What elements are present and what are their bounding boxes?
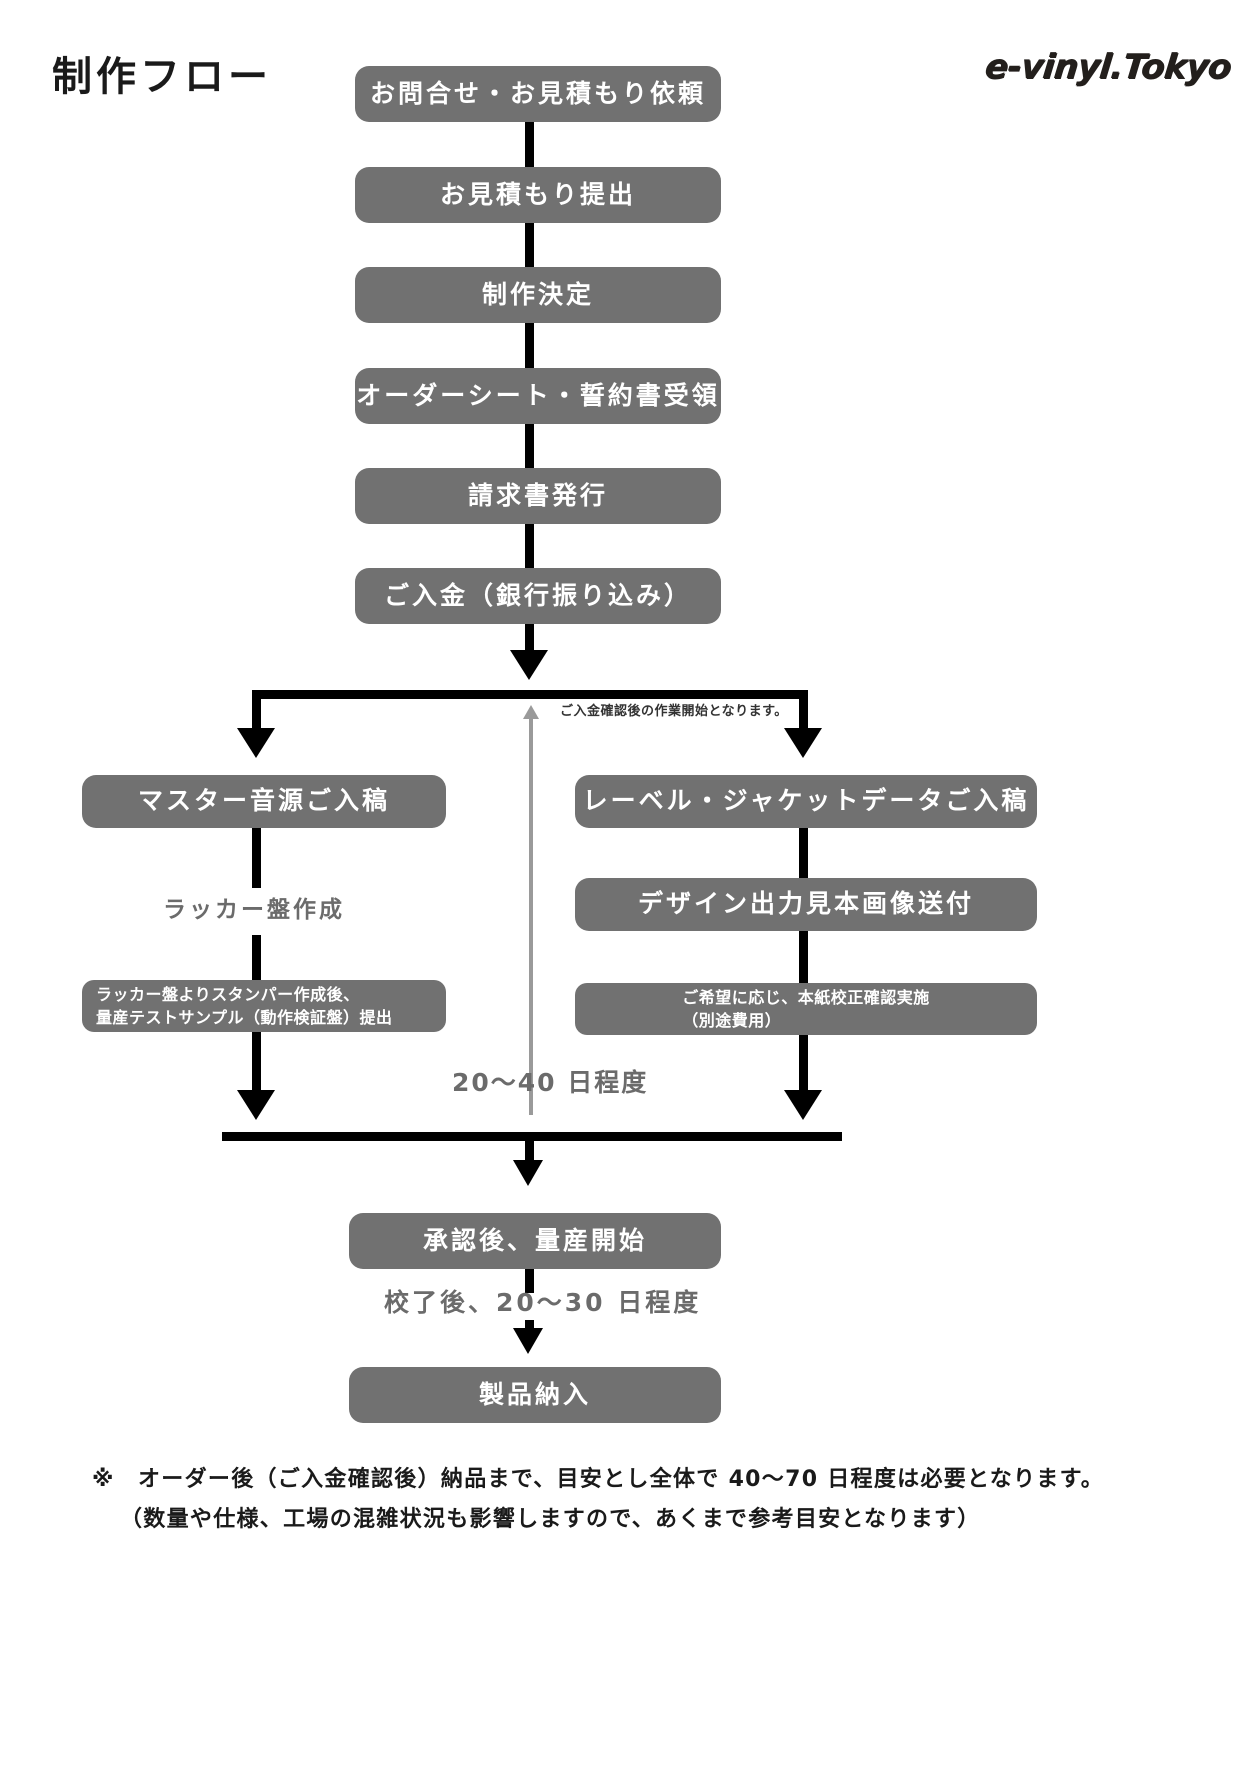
brand-logo: e-vinyl.Tokyo [983,47,1234,87]
connector-production-down [525,1269,534,1293]
connector-right-2 [799,931,808,983]
paper-proof-line2: （別途費用） [682,1011,782,1030]
arrow-left-merge [237,1090,275,1120]
flow-node-delivery[interactable]: 製品納入 [349,1367,721,1423]
arrow-merge-to-production [513,1160,543,1186]
flow-node-paper-proof-detail[interactable]: ご希望に応じ、本紙校正確認実施 （別途費用） [575,983,1037,1035]
paper-proof-line1: ご希望に応じ、本紙校正確認実施 [682,987,930,1007]
connector-left-1 [252,828,261,888]
connector-right-1 [799,828,808,878]
footer-note-line1: ※ オーダー後（ご入金確認後）納品まで、目安とし全体で 40〜70 日程度は必要… [92,1467,1104,1492]
flow-node-mass-production[interactable]: 承認後、量産開始 [349,1213,721,1269]
connector-left-3 [252,1032,261,1092]
flow-node-payment[interactable]: ご入金（銀行振り込み） [355,568,721,624]
arrow-to-delivery [513,1328,543,1354]
payment-note: ご入金確認後の作業開始となります。 [560,704,788,719]
flow-node-ordersheet[interactable]: オーダーシート・誓約書受領 [355,368,721,424]
merge-caption: 校了後、20〜30 日程度 [384,1288,702,1317]
duration-label: 20〜40 日程度 [452,1068,649,1097]
connector-3 [525,322,534,372]
connector-5 [525,523,534,573]
left-branch-caption: ラッカー盤作成 [163,897,345,923]
duration-arrow-line [529,715,533,1115]
flow-node-inquiry[interactable]: お問合せ・お見積もり依頼 [355,66,721,122]
connector-production-down-2 [525,1320,534,1332]
split-bar [252,690,808,699]
flow-node-invoice[interactable]: 請求書発行 [355,468,721,524]
arrow-right-merge [784,1090,822,1120]
connector-1 [525,122,534,172]
connector-4 [525,423,534,472]
flow-node-quotation[interactable]: お見積もり提出 [355,167,721,223]
split-right-stem [799,690,808,735]
stamper-detail-line2: 量産テストサンプル（動作検証盤）提出 [96,1008,393,1027]
duration-arrow-head [523,705,539,719]
split-left-stem [252,690,261,735]
connector-right-3 [799,1035,808,1093]
connector-2 [525,222,534,272]
arrow-left-branch [237,728,275,758]
stamper-detail-line1: ラッカー盤よりスタンパー作成後、 [96,984,360,1004]
connector-payment-down [525,624,534,662]
connector-merge-down [525,1132,534,1162]
arrow-right-branch [784,728,822,758]
page-title: 制作フロー [52,54,272,100]
flow-node-master-audio[interactable]: マスター音源ご入稿 [82,775,446,828]
footer-note-line2: （数量や仕様、工場の混雑状況も影響しますので、あくまで参考目安となります） [120,1507,981,1532]
connector-left-2 [252,935,261,980]
arrow-payment-split [510,650,548,680]
flow-node-stamper-detail[interactable]: ラッカー盤よりスタンパー作成後、 量産テストサンプル（動作検証盤）提出 [82,980,446,1032]
flow-node-design-proof[interactable]: デザイン出力見本画像送付 [575,878,1037,931]
flow-node-decision[interactable]: 制作決定 [355,267,721,323]
flow-node-label-jacket[interactable]: レーベル・ジャケットデータご入稿 [575,775,1037,828]
